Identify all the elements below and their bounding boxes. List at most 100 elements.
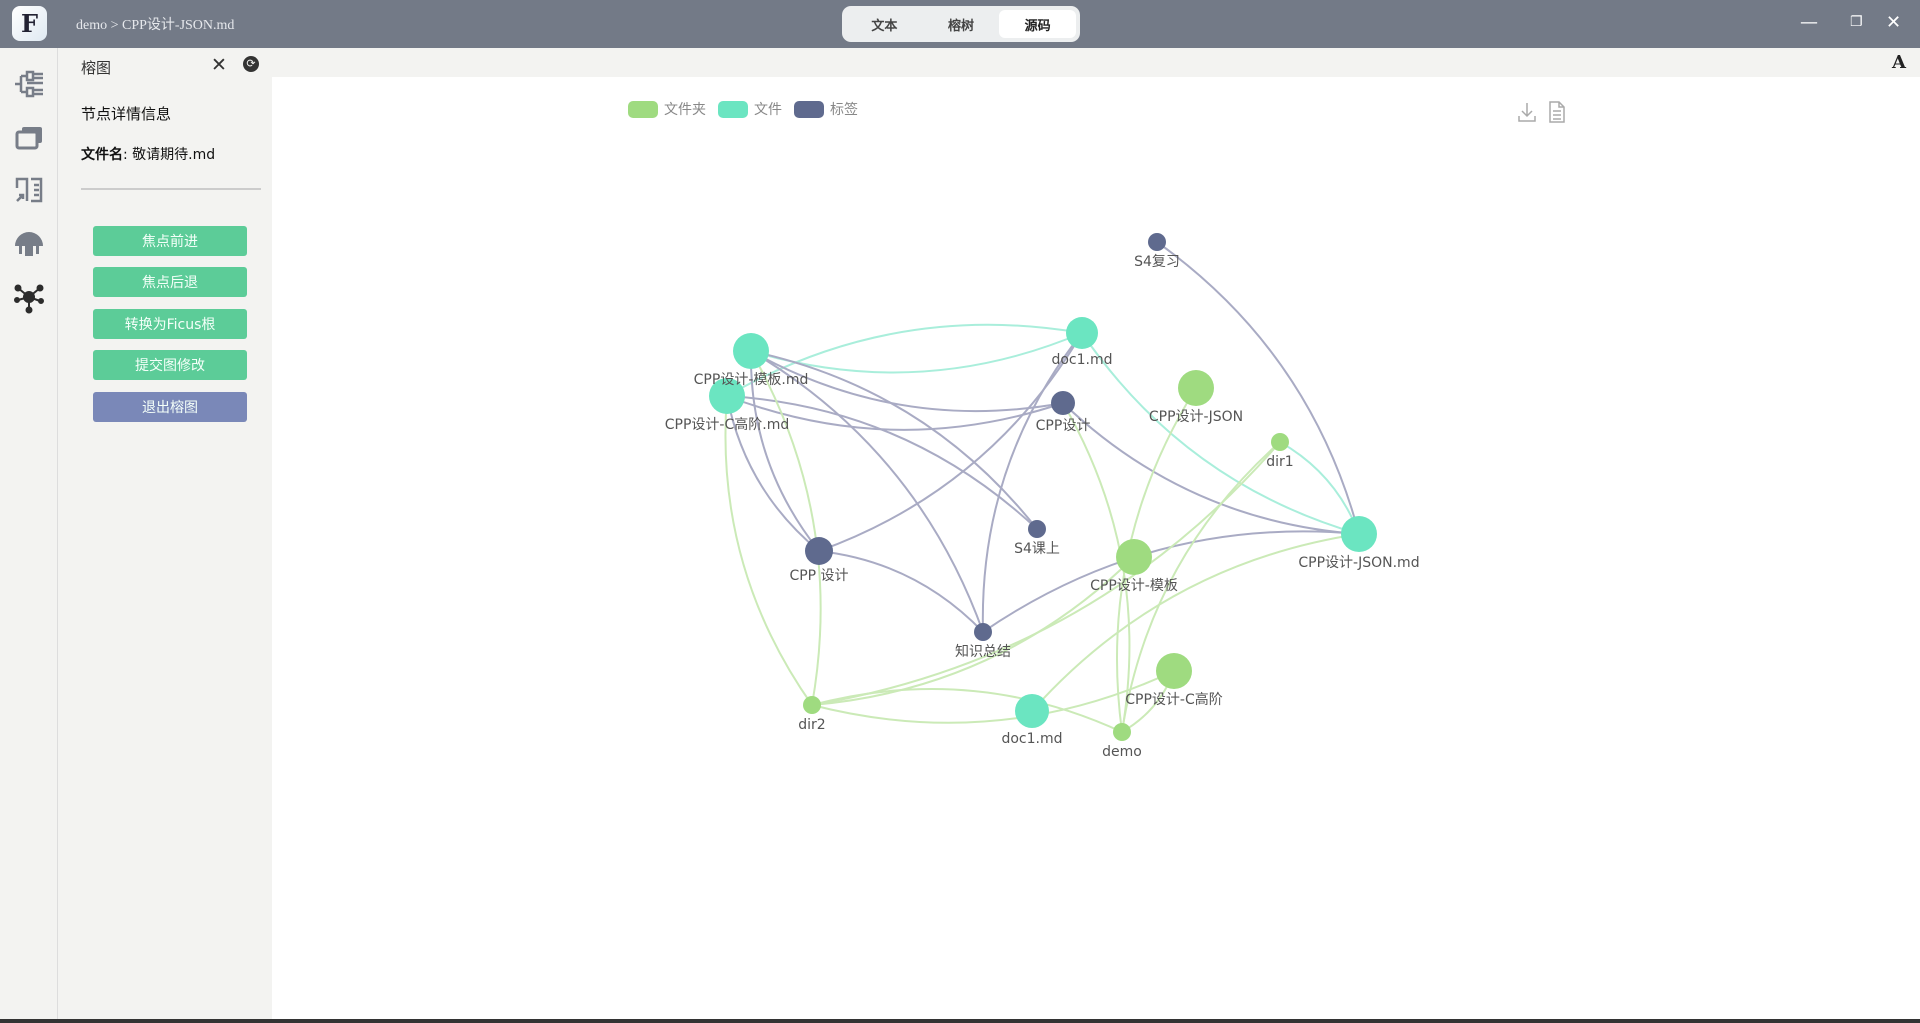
- divider: [81, 188, 261, 190]
- graph-node[interactable]: [1113, 723, 1131, 741]
- document-icon[interactable]: [1548, 101, 1566, 123]
- graph-edge: [750, 332, 1083, 374]
- graph-edge: [1031, 533, 1360, 712]
- graph-edge: [1121, 441, 1281, 733]
- graph-node-label: S4复习: [1134, 253, 1180, 270]
- graph-node-label: CPP设计: [1036, 418, 1091, 434]
- activity-bar: [0, 48, 58, 1023]
- focus-back-button[interactable]: 焦点后退: [93, 267, 247, 297]
- graph-node-label: CPP设计-C高阶: [1125, 691, 1223, 708]
- legend-swatch: [628, 100, 658, 118]
- graph-node[interactable]: [1051, 391, 1075, 415]
- node-filename: 文件名: 敬请期待.md: [81, 144, 215, 164]
- files-icon[interactable]: [13, 122, 45, 154]
- restore-icon[interactable]: ❐: [1850, 14, 1863, 30]
- legend-folder[interactable]: 文件夹: [628, 99, 706, 119]
- edges-layer: [724, 241, 1360, 733]
- titlebar: F demo > CPP设计-JSON.md 文本 榕树 源码 — ❐ ✕: [0, 0, 1920, 48]
- outline-tree-icon[interactable]: [13, 68, 45, 100]
- filename-label: 文件名: [81, 147, 123, 163]
- focus-forward-button[interactable]: 焦点前进: [93, 226, 247, 256]
- graph-node[interactable]: [1341, 516, 1377, 552]
- graph-node[interactable]: [974, 623, 992, 641]
- graph-edge: [1081, 332, 1360, 535]
- tab-text[interactable]: 文本: [871, 18, 898, 34]
- graph-edge: [750, 350, 822, 706]
- close-panel-icon[interactable]: ✕: [211, 54, 227, 76]
- font-settings-button[interactable]: A: [1892, 52, 1906, 73]
- graph-edge: [726, 395, 820, 552]
- graph-node[interactable]: [1271, 433, 1289, 451]
- graph-node-label: 知识总结: [955, 643, 1011, 660]
- legend: 文件夹 文件 标签: [628, 99, 858, 119]
- minimize-icon[interactable]: —: [1800, 12, 1818, 33]
- graph-node-label: S4课上: [1014, 541, 1060, 557]
- graph-node-label: doc1.md: [1001, 731, 1062, 747]
- editor-toolbar: A: [272, 48, 1920, 77]
- graph-node-label: dir1: [1266, 454, 1293, 470]
- graph-node[interactable]: [805, 537, 833, 565]
- nodes-layer: [709, 233, 1377, 741]
- graph-node-label: CPP设计-JSON.md: [1298, 555, 1419, 571]
- graph-edge: [818, 332, 1083, 552]
- graph-edge: [726, 395, 1038, 530]
- legend-tag[interactable]: 标签: [794, 99, 858, 119]
- graph-edge: [750, 350, 984, 633]
- legend-label: 文件: [754, 102, 782, 118]
- graph-node-label: CPP设计-JSON: [1149, 409, 1243, 425]
- legend-file[interactable]: 文件: [718, 99, 782, 119]
- tab-source[interactable]: 源码: [999, 10, 1077, 38]
- graph-node-label: CPP设计-C高阶.md: [665, 416, 789, 433]
- graph-edge: [811, 687, 1123, 733]
- graph-edge: [818, 550, 984, 633]
- graph-edge: [1062, 402, 1360, 535]
- graph-node[interactable]: [709, 378, 745, 414]
- graph-node[interactable]: [1028, 520, 1046, 538]
- graph-edge: [982, 530, 1360, 633]
- graph-view-icon[interactable]: [13, 282, 45, 314]
- filename-value: : 敬请期待.md: [123, 147, 216, 163]
- graph-edge: [811, 441, 1281, 706]
- breadcrumb: demo > CPP设计-JSON.md: [76, 18, 235, 33]
- graph-node[interactable]: [733, 333, 769, 369]
- convert-to-ficus-root-button[interactable]: 转换为Ficus根: [93, 309, 247, 339]
- graph-node-label: CPP设计-模板: [1090, 578, 1178, 594]
- graph-edge: [724, 395, 813, 706]
- graph-edge: [981, 332, 1083, 633]
- close-icon[interactable]: ✕: [1886, 12, 1902, 33]
- graph-node[interactable]: [1015, 694, 1049, 728]
- graph-node[interactable]: [1178, 370, 1214, 406]
- submit-graph-changes-button[interactable]: 提交图修改: [93, 350, 247, 380]
- tab-ficus-tree[interactable]: 榕树: [948, 18, 975, 34]
- graph-node[interactable]: [1066, 317, 1098, 349]
- graph-node-label: CPP设计-模板.md: [694, 372, 809, 388]
- graph-edge: [750, 350, 1064, 413]
- legend-label: 文件夹: [664, 102, 706, 118]
- graph-node[interactable]: [1148, 233, 1166, 251]
- graph-edge: [750, 350, 1038, 530]
- graph-node-label: dir2: [798, 717, 825, 733]
- ficus-link-icon[interactable]: [13, 174, 45, 206]
- graph-edge: [1156, 241, 1360, 535]
- legend-label: 标签: [830, 102, 858, 118]
- status-strip: [0, 1019, 1920, 1023]
- graph-node[interactable]: [1156, 653, 1192, 689]
- graph-edge: [749, 350, 820, 552]
- ficus-tree-icon[interactable]: [13, 228, 45, 260]
- node-details-heading: 节点详情信息: [81, 105, 172, 123]
- refresh-icon[interactable]: ⟳: [243, 56, 259, 72]
- exit-graph-button[interactable]: 退出榕图: [93, 392, 247, 422]
- graph-node[interactable]: [1116, 539, 1152, 575]
- graph-node[interactable]: [803, 696, 821, 714]
- graph-node-label: CPP 设计: [789, 568, 848, 584]
- app-logo: F: [12, 6, 47, 41]
- download-icon[interactable]: [1517, 101, 1537, 123]
- graph-edge: [811, 556, 1135, 706]
- mode-tabs: 文本 榕树 源码: [842, 6, 1080, 42]
- legend-swatch: [718, 100, 748, 118]
- graph-side-panel: 榕图 ✕ ⟳ 节点详情信息 文件名: 敬请期待.md 焦点前进 焦点后退 转换为…: [59, 48, 272, 1023]
- graph-node-label: doc1.md: [1051, 352, 1112, 368]
